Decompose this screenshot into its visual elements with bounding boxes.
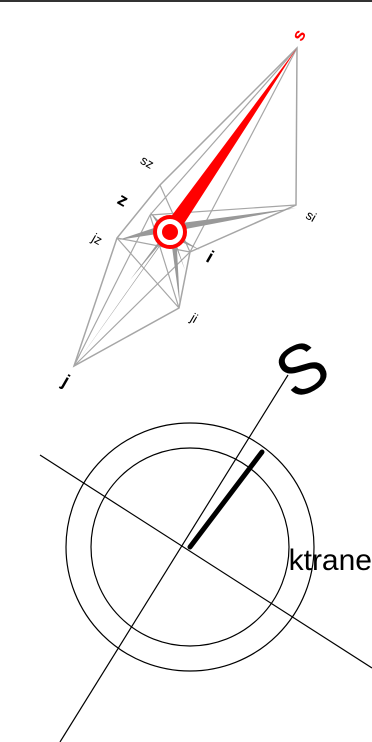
label-sz: sz [138, 152, 157, 171]
compass-outer-ring [65, 422, 315, 672]
label-ji: ji [187, 310, 200, 326]
compass: S ktrane [39, 324, 372, 742]
label-i: i [203, 247, 217, 267]
compass-axis-cross [39, 454, 372, 669]
label-s: s [288, 26, 310, 45]
compass-letter: S [262, 324, 341, 415]
compass-side-text: ktrane [289, 544, 372, 577]
compass-axis-long [59, 374, 289, 742]
label-jz: jz [89, 230, 105, 248]
compass-inner-ring [90, 447, 290, 647]
top-rule [0, 0, 372, 2]
compass-needle [187, 449, 265, 550]
rose-center-inner [162, 224, 178, 240]
rose-outline [72, 46, 298, 368]
rose-needle [164, 48, 297, 236]
label-z: z [114, 189, 132, 211]
label-si: si [303, 207, 319, 225]
compass-rose: s sz z si jz i ji j [58, 26, 319, 391]
label-j: j [58, 370, 73, 390]
